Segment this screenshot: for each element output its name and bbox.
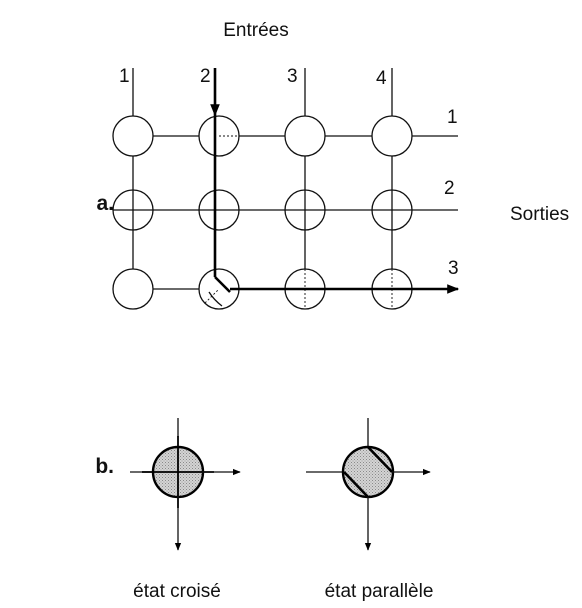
output-number-2: 2 bbox=[444, 178, 455, 199]
outputs-title: Sorties bbox=[510, 204, 569, 225]
part-a-label: a. bbox=[96, 192, 114, 215]
crossed-state-switch bbox=[130, 418, 241, 551]
crossed-state-caption: état croisé bbox=[133, 581, 221, 602]
node-internal-marks bbox=[113, 135, 412, 309]
switch-node-r1-c4 bbox=[371, 115, 413, 157]
input-number-3: 3 bbox=[287, 66, 298, 87]
input-number-4: 4 bbox=[376, 68, 387, 89]
parallel-state-switch bbox=[306, 418, 431, 551]
input-number-2: 2 bbox=[200, 66, 211, 87]
grid-connections bbox=[132, 135, 458, 290]
highlighted-route bbox=[208, 68, 460, 307]
switch-node-r1-c1 bbox=[112, 115, 154, 157]
output-number-1: 1 bbox=[447, 107, 458, 128]
output-number-3: 3 bbox=[448, 258, 459, 279]
switch-node-r3-c1 bbox=[112, 268, 154, 310]
part-b-label: b. bbox=[95, 455, 114, 478]
inputs-title: Entrées bbox=[223, 20, 288, 41]
input-number-1: 1 bbox=[119, 66, 130, 87]
switch-node-r1-c3 bbox=[284, 115, 326, 157]
parallel-state-caption: état parallèle bbox=[325, 581, 434, 602]
